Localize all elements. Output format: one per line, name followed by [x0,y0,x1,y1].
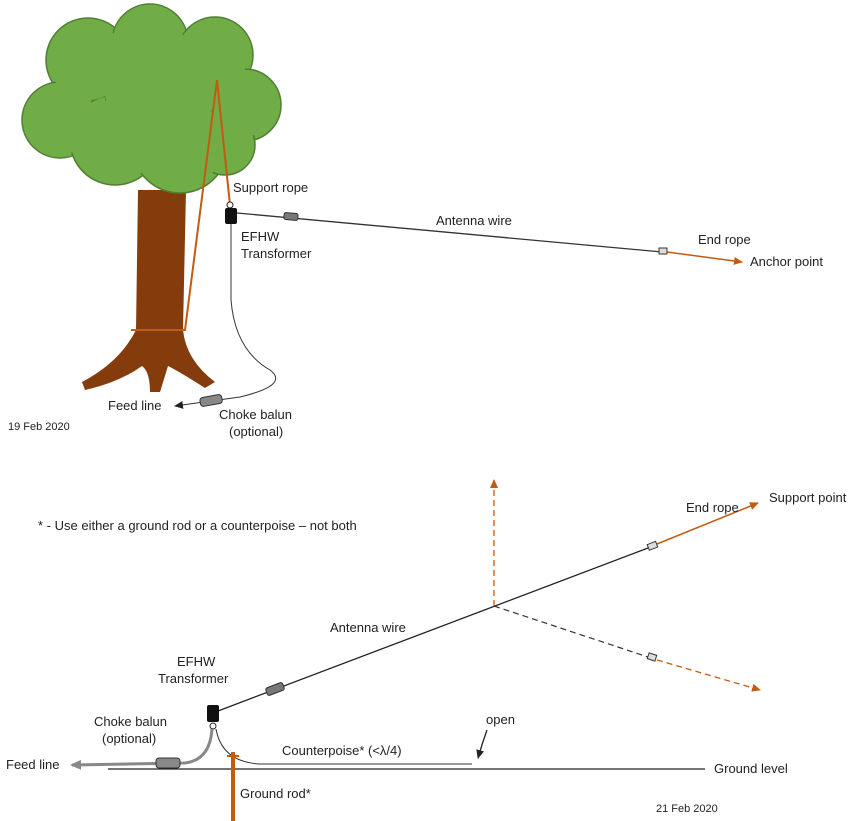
support-rope [131,79,231,331]
bottom-ground-rod-label: Ground rod* [240,786,311,801]
bottom-efhw-transformer [207,705,219,722]
top-support-rope-label: Support rope [233,180,308,195]
top-feed-line [174,224,277,409]
top-transformer-label-2: Transformer [241,246,312,261]
bottom-ground-level-label: Ground level [714,761,788,776]
open-pointer-arrow [476,729,488,759]
top-end-rope-label: End rope [698,232,751,247]
transformer-ring [226,201,234,209]
bottom-end-rope [656,502,759,545]
top-date-label: 19 Feb 2020 [8,421,70,433]
dashed-insulator [646,652,658,662]
bottom-end-rope-label: End rope [686,500,739,515]
top-antenna-wire-label: Antenna wire [436,213,512,228]
dashed-rope-alt [656,659,761,692]
bottom-open-label: open [486,712,515,727]
bottom-date-label: 21 Feb 2020 [656,803,718,815]
bottom-choke-balun [155,757,181,769]
bottom-wire-coil [265,682,285,696]
top-antenna-wire [236,212,663,253]
bottom-insulator [646,540,659,551]
efhw-transformer [225,208,237,224]
bottom-counterpoise-label: Counterpoise* (<λ/4) [282,743,402,758]
bottom-diagram: * - Use either a ground rod or a counter… [6,479,847,821]
top-diagram: Support rope EFHW Transformer Antenna wi… [8,3,823,439]
bottom-transformer-ring [209,722,217,730]
bottom-note: * - Use either a ground rod or a counter… [38,518,357,533]
top-feed-line-label: Feed line [108,398,161,413]
top-choke-optional-label: (optional) [229,424,283,439]
bottom-choke-optional-label: (optional) [102,731,156,746]
bottom-transformer-label-2: Transformer [158,671,229,686]
bottom-support-point-label: Support point [769,490,847,505]
bottom-feed-line [70,728,214,770]
top-end-rope [666,251,743,265]
bottom-feed-line-label: Feed line [6,757,59,772]
top-transformer-label-1: EFHW [241,229,280,244]
bottom-choke-balun-label: Choke balun [94,714,167,729]
bottom-transformer-label-1: EFHW [177,654,216,669]
bottom-antenna-wire [217,547,649,712]
bottom-antenna-wire-label: Antenna wire [330,620,406,635]
top-wire-coil [283,212,299,221]
top-choke-balun-label: Choke balun [219,407,292,422]
tree-trunk [82,190,215,392]
top-choke-balun [199,394,223,407]
top-insulator [658,247,668,255]
dashed-wire-alt [493,605,649,658]
top-anchor-point-label: Anchor point [750,254,823,269]
